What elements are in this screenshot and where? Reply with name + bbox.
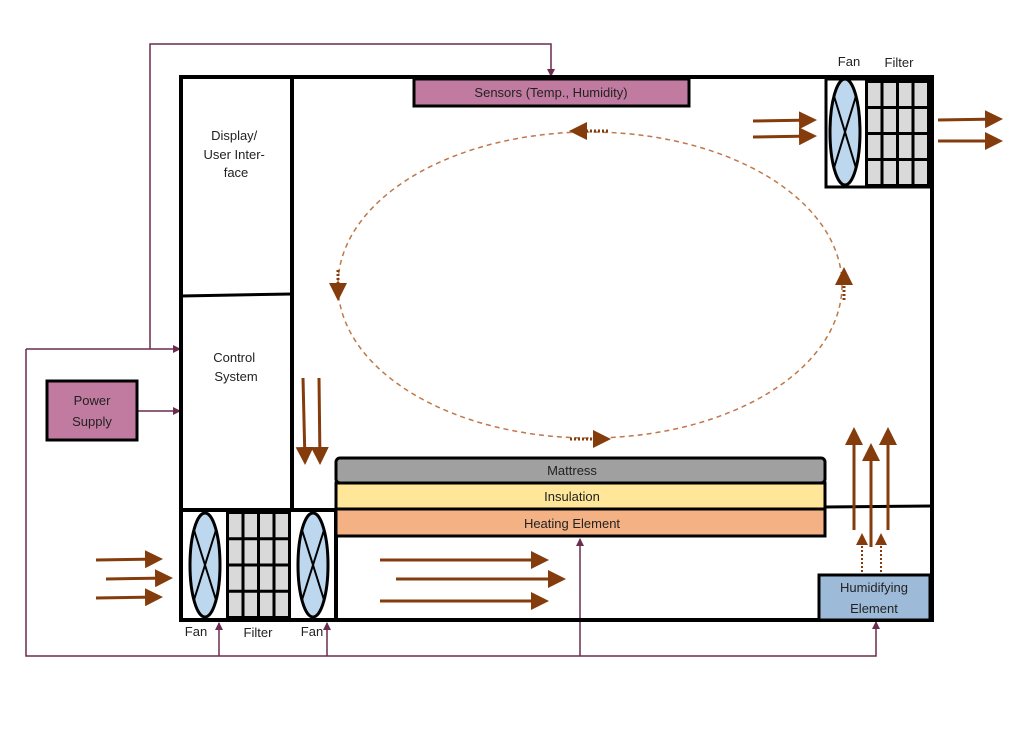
filter-cell: [275, 566, 288, 590]
filter-cell: [914, 135, 927, 158]
filter-icon: [226, 511, 291, 619]
filter-cell: [899, 83, 912, 106]
filter-cell: [260, 592, 273, 616]
svg-text:Insulation: Insulation: [544, 489, 600, 504]
exhaust-unit: Fan Filter: [824, 54, 932, 189]
fan-label: Fan: [838, 54, 860, 69]
filter-cell: [244, 514, 257, 538]
enclosure: [179, 75, 934, 622]
svg-text:Sensors (Temp., Humidity): Sensors (Temp., Humidity): [474, 85, 627, 100]
filter-cell: [229, 514, 242, 538]
mattress: Mattress: [334, 456, 827, 485]
intake-unit: Fan Filter Fan: [185, 511, 330, 640]
filter-cell: [883, 135, 896, 158]
filter-cell: [244, 566, 257, 590]
control-system-label: Control System: [213, 350, 259, 384]
filter-cell: [899, 161, 912, 184]
filter-cell: [914, 83, 927, 106]
filter-cell: [899, 135, 912, 158]
filter-cell: [229, 566, 242, 590]
filter-label: Filter: [244, 625, 274, 640]
display-label: Display/ User Inter- face: [203, 128, 268, 180]
filter-cell: [275, 514, 288, 538]
filter-cell: [883, 109, 896, 132]
filter-cell: [883, 161, 896, 184]
fan-label: Fan: [301, 624, 323, 639]
filter-icon: [865, 80, 930, 187]
filter-cell: [868, 83, 881, 106]
control-wires: [25, 43, 880, 657]
filter-label: Filter: [885, 55, 915, 70]
filter-cell: [275, 540, 288, 564]
fan-icon: [828, 77, 862, 187]
filter-cell: [260, 540, 273, 564]
air-circulation: [337, 131, 843, 439]
filter-cell: [868, 161, 881, 184]
svg-text:Heating Element: Heating Element: [524, 516, 620, 531]
sensors: Sensors (Temp., Humidity): [412, 77, 691, 108]
fan-icon: [296, 511, 330, 619]
fan-label: Fan: [185, 624, 207, 639]
filter-cell: [229, 592, 242, 616]
filter-cell: [244, 540, 257, 564]
filter-cell: [260, 566, 273, 590]
insulation: Insulation: [334, 481, 827, 511]
filter-cell: [914, 161, 927, 184]
filter-cell: [229, 540, 242, 564]
filter-cell: [914, 109, 927, 132]
fan-icon: [188, 511, 222, 619]
filter-cell: [275, 592, 288, 616]
filter-cell: [883, 83, 896, 106]
filter-cell: [868, 135, 881, 158]
heating-element: Heating Element: [334, 507, 827, 538]
circulation-arrows: [329, 122, 853, 448]
filter-cell: [868, 109, 881, 132]
filter-cell: [899, 109, 912, 132]
svg-text:Mattress: Mattress: [547, 463, 597, 478]
filter-cell: [244, 592, 257, 616]
airflow-arrows: [95, 110, 1003, 610]
filter-cell: [260, 514, 273, 538]
